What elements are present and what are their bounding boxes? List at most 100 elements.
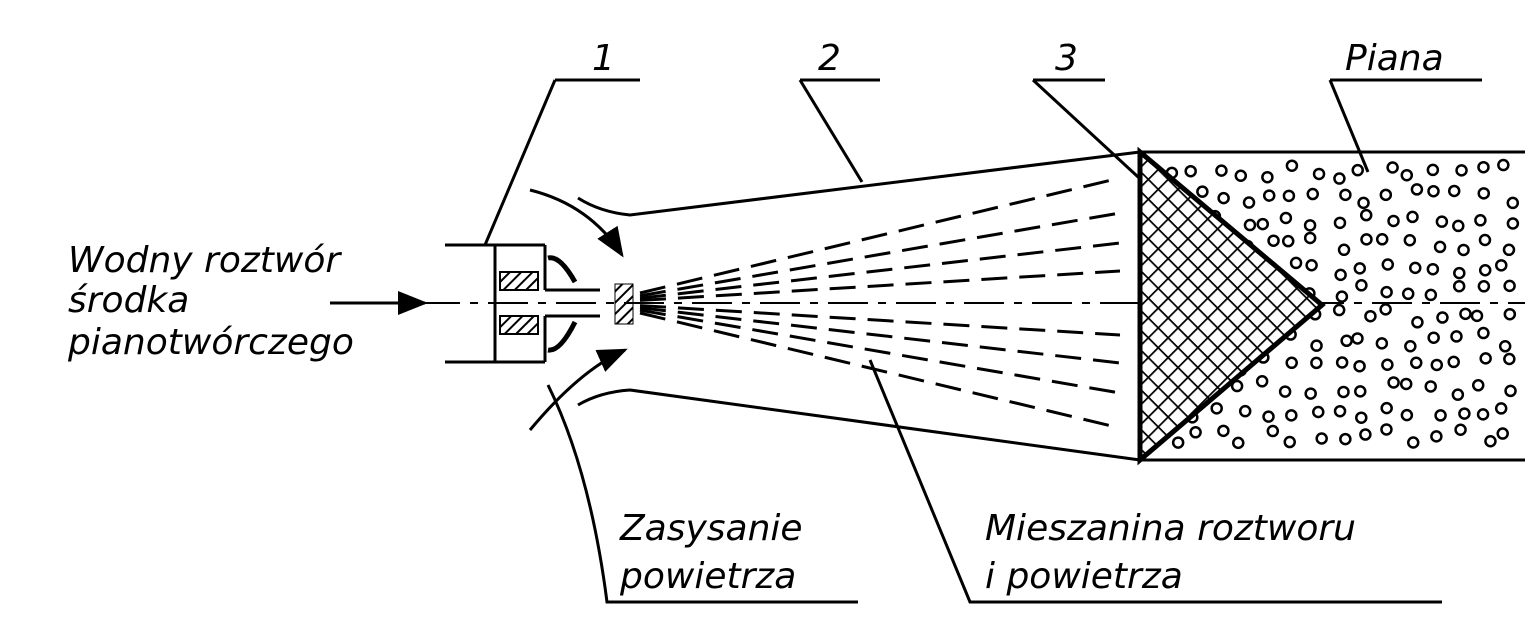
bubble (1387, 214, 1400, 228)
mixture-label-line1: Mieszanina roztworu (985, 508, 1356, 549)
bubble (1334, 268, 1347, 282)
bubble (1364, 309, 1377, 323)
bubble (1278, 385, 1292, 398)
bubble (1426, 262, 1440, 276)
bubble (1337, 243, 1351, 257)
spray-rays (639, 176, 1121, 430)
bubble (1435, 215, 1449, 228)
air-label-line2: powietrza (619, 556, 796, 597)
bubble (1354, 385, 1367, 398)
bubble (1379, 303, 1392, 316)
bubble (1502, 243, 1516, 257)
bubble (1406, 436, 1420, 449)
bubble (1474, 214, 1487, 227)
inlet-label-line1: Wodny roztwór (68, 240, 342, 281)
bubble (1503, 352, 1516, 366)
inlet-label-line2: środka (68, 280, 189, 321)
bubble (1238, 404, 1252, 418)
bubble (1409, 261, 1422, 275)
bubble (1497, 158, 1510, 172)
bubble (1335, 290, 1349, 303)
bubble (1285, 409, 1298, 422)
bubble (1379, 188, 1393, 202)
mixing-cone (577, 150, 1141, 462)
bubble (1381, 358, 1394, 371)
bubble (1447, 184, 1461, 198)
bubble (1242, 196, 1256, 209)
bubble (1217, 424, 1230, 438)
air-label-leader (546, 384, 858, 604)
bubble (1403, 233, 1417, 247)
bubble (1303, 231, 1317, 245)
bubble (1471, 379, 1485, 392)
bubble (1406, 210, 1419, 224)
bubble (1210, 402, 1223, 415)
bubble (1184, 164, 1197, 178)
bubble (1266, 424, 1280, 438)
spray-ray (639, 241, 1121, 300)
bubble (1498, 340, 1512, 353)
bubble (1477, 160, 1490, 174)
bubble (1230, 379, 1244, 393)
bubble (1380, 285, 1393, 299)
bubble (1424, 288, 1438, 302)
bubble (1262, 189, 1276, 202)
bubble (1351, 332, 1364, 345)
bubble (1256, 217, 1270, 231)
spray-ray (639, 176, 1121, 295)
bubble (1279, 211, 1293, 225)
bubble (1337, 385, 1350, 399)
bubble (1310, 356, 1323, 370)
bubble (1281, 234, 1295, 248)
bubble (1453, 266, 1466, 280)
bubble (1333, 216, 1347, 230)
bubble (1357, 196, 1370, 210)
bubble (1333, 404, 1347, 418)
bubble (1310, 339, 1323, 352)
callout-3-leader (1031, 78, 1152, 190)
spray-ray (639, 311, 1121, 430)
foam-bubbles (1159, 158, 1520, 450)
bubble (1450, 330, 1463, 343)
bubble (1261, 170, 1274, 184)
bubble (1285, 159, 1299, 172)
bubble (1386, 161, 1399, 174)
bubble (1451, 388, 1465, 401)
bubble (1426, 163, 1440, 177)
bubble (1339, 188, 1352, 202)
bubble (1436, 311, 1449, 324)
bubble (1303, 219, 1317, 232)
bubble (1353, 262, 1367, 275)
foam-tube (1140, 150, 1525, 462)
bubble (1459, 307, 1472, 321)
spray-ray (639, 211, 1121, 298)
bubble (1433, 240, 1447, 254)
bubble (1484, 434, 1497, 448)
inlet-label-line3: pianotwórczego (67, 322, 354, 363)
callout-2: 2 (818, 38, 841, 79)
bubble (1171, 436, 1185, 449)
spray-ray (639, 304, 1121, 337)
bubble (1400, 168, 1414, 182)
bubble (1478, 264, 1492, 277)
bubble (1335, 356, 1349, 369)
air-arrows (528, 188, 628, 431)
bubble (1196, 185, 1209, 198)
bubble (1470, 309, 1484, 323)
callout-1: 1 (592, 38, 615, 79)
bubble (1262, 410, 1275, 423)
bubble (1454, 423, 1467, 436)
bubble (1409, 356, 1423, 370)
bubble (1355, 411, 1368, 424)
bubble (1458, 407, 1471, 420)
bubble (1404, 339, 1417, 353)
bubble (1400, 408, 1414, 422)
bubble (1332, 303, 1346, 317)
bubble (1477, 326, 1490, 340)
bubble (1457, 243, 1470, 257)
bubble (1399, 377, 1413, 391)
bubble (1479, 352, 1492, 365)
mixture-label-leader (868, 359, 1442, 604)
foam-mesh (1137, 146, 1326, 466)
